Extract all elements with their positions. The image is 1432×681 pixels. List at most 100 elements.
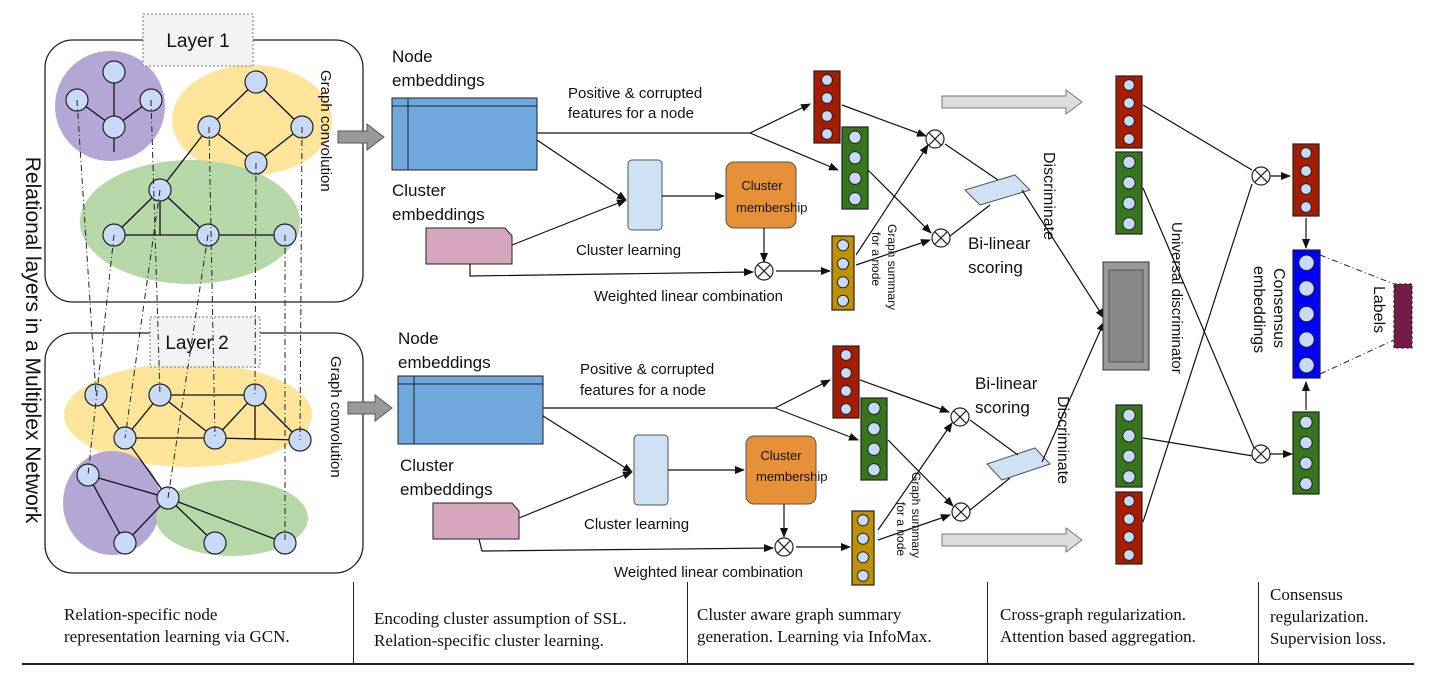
gray-arrow-top xyxy=(941,89,1083,115)
pos-corrupt-label-2b: features for a node xyxy=(580,382,706,399)
weighted-linear-label-1: Weighted linear combination xyxy=(594,288,783,305)
graph-summary-vector-top xyxy=(831,235,855,311)
corrupted-vector-top xyxy=(841,126,869,210)
layer-1-panel: Layer 1 Graph convolution xyxy=(44,13,364,303)
discriminate-label-2: Discriminate xyxy=(1054,396,1071,484)
vertical-title: Relational layers in a Multiplex Network xyxy=(21,157,44,524)
caption-divider-2 xyxy=(687,582,688,664)
cluster-membership-block-2 xyxy=(745,435,817,505)
layer-2-label: Layer 2 xyxy=(165,333,228,354)
node-embeddings-label-1a: Node xyxy=(392,47,433,66)
gcn-arrow-2 xyxy=(347,393,393,423)
graph-summary-label-2a: Graph summary xyxy=(909,472,923,558)
cluster-membership-label-1a: Cluster xyxy=(741,178,783,193)
caption-5: Consensus regularization. Supervision lo… xyxy=(1270,584,1386,650)
node-embeddings-block-1 xyxy=(391,97,538,171)
cluster-membership-block-1 xyxy=(725,161,797,229)
cross-vector-4 xyxy=(1115,491,1143,565)
gray-arrow-bottom xyxy=(941,527,1083,553)
bilinear-diamond-1 xyxy=(964,174,1031,206)
cross-vector-2 xyxy=(1115,151,1143,235)
cluster-membership-label-2b: membership xyxy=(756,469,828,484)
positive-vector-bottom xyxy=(832,345,860,419)
caption-divider-1 xyxy=(353,582,354,664)
connections xyxy=(469,103,1310,553)
graph-convolution-label-2: Graph convolution xyxy=(327,356,344,478)
caption-divider-3 xyxy=(987,582,988,664)
caption-1-line-1: Relation-specific node xyxy=(64,605,218,624)
graph-summary-label-1b: for a node xyxy=(869,232,883,286)
universal-discriminator-label: Universal discriminator xyxy=(1168,222,1185,374)
caption-divider-4 xyxy=(1258,582,1259,664)
green-cluster-1 xyxy=(80,160,300,284)
graph-summary-label-2b: for a node xyxy=(894,502,908,556)
consensus-label-a: Consensus xyxy=(1270,268,1287,348)
cluster-learning-block-2 xyxy=(633,434,669,506)
graph-convolution-label-1: Graph convolution xyxy=(317,70,334,192)
caption-4-line-2: Attention based aggregation. xyxy=(1000,627,1196,646)
purple-cluster-2 xyxy=(63,451,161,555)
caption-1: Relation-specific node representation le… xyxy=(64,604,290,648)
cluster-learning-label-1: Cluster learning xyxy=(576,242,681,259)
cluster-embeddings-label-1a: Cluster xyxy=(392,181,446,200)
pipeline-bottom: Node embeddings Positive & corrupted fea… xyxy=(397,329,1083,581)
positive-vector-top xyxy=(813,70,841,144)
layer-1-label: Layer 1 xyxy=(166,31,229,52)
caption-5-line-3: Supervision loss. xyxy=(1270,629,1387,648)
caption-5-line-2: regularization. xyxy=(1270,607,1369,626)
caption-3: Cluster aware graph summary generation. … xyxy=(697,604,932,648)
gcn-arrow-1 xyxy=(337,122,385,152)
pos-corrupt-label-1b: features for a node xyxy=(568,105,694,122)
cluster-membership-label-1b: membership xyxy=(736,200,808,215)
pos-corrupt-label-2a: Positive & corrupted xyxy=(580,361,714,378)
caption-4-line-1: Cross-graph regularization. xyxy=(1000,605,1186,624)
graph-summary-vector-bottom xyxy=(851,510,875,586)
purple-cluster-1 xyxy=(55,51,165,161)
multiply-consensus-bottom xyxy=(1251,444,1271,464)
caption-2-line-2: Relation-specific cluster learning. xyxy=(374,631,604,650)
cluster-embeddings-block-1 xyxy=(425,227,513,265)
cluster-learning-block-1 xyxy=(627,159,663,231)
corrupted-vector-bottom xyxy=(860,397,888,481)
labels-vector xyxy=(1393,283,1413,349)
multiply-consensus-top xyxy=(1251,166,1271,186)
bilinear-label-2b: scoring xyxy=(975,398,1030,417)
caption-2: Encoding cluster assumption of SSL. Rela… xyxy=(374,608,627,652)
cluster-membership-label-2a: Cluster xyxy=(760,448,802,463)
multiply-bottom-positive xyxy=(950,407,970,427)
layer-2-tag xyxy=(149,316,261,368)
caption-4: Cross-graph regularization. Attention ba… xyxy=(1000,604,1196,648)
bilinear-label-1a: Bi-linear xyxy=(968,234,1031,253)
node-embeddings-label-2a: Node xyxy=(398,329,439,348)
multiply-bottom-summary xyxy=(774,537,794,557)
cross-vector-1 xyxy=(1115,75,1143,149)
node-embeddings-block-2 xyxy=(397,375,544,445)
pos-corrupt-label-1a: Positive & corrupted xyxy=(568,85,702,102)
universal-discriminator-block xyxy=(1102,261,1150,371)
multiply-top-positive xyxy=(925,129,945,149)
caption-3-line-1: Cluster aware graph summary xyxy=(697,605,902,624)
inter-layer-links xyxy=(76,99,303,543)
yellow-cluster-1 xyxy=(172,65,332,175)
consensus-vector xyxy=(1292,249,1321,379)
pipeline-top: Node embeddings Positive & corrupted fea… xyxy=(391,47,1083,310)
caption-3-line-2: generation. Learning via InfoMax. xyxy=(697,627,932,646)
caption-5-line-1: Consensus xyxy=(1270,585,1343,604)
multiply-bottom-corrupted xyxy=(951,502,971,522)
cluster-learning-label-2: Cluster learning xyxy=(584,516,689,533)
layer-2-panel: Layer 2 Graph convolution xyxy=(44,316,364,574)
node-embeddings-label-1b: embeddings xyxy=(392,71,485,90)
caption-baseline xyxy=(22,663,1414,665)
bilinear-diamond-2 xyxy=(986,447,1051,481)
bilinear-label-2a: Bi-linear xyxy=(975,374,1038,393)
cluster-embeddings-block-2 xyxy=(432,502,520,540)
bilinear-label-1b: scoring xyxy=(968,258,1023,277)
cluster-embeddings-label-1b: embeddings xyxy=(392,205,485,224)
aggregated-vector-top xyxy=(1292,143,1320,217)
label-dashdot-links xyxy=(1319,254,1395,375)
weighted-linear-label-2: Weighted linear combination xyxy=(614,564,803,581)
node-embeddings-label-2b: embeddings xyxy=(398,353,491,372)
multiply-top-corrupted xyxy=(931,228,951,248)
